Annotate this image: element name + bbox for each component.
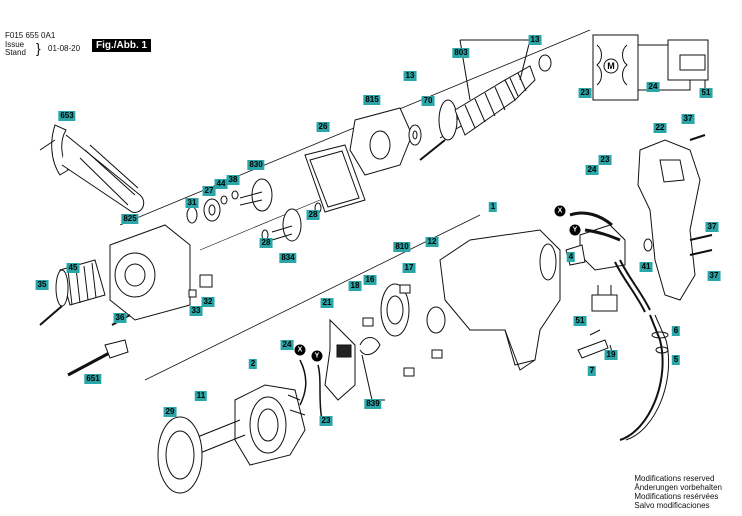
part-label-21: 21 (320, 298, 334, 308)
part-label-830: 830 (247, 160, 265, 170)
part-label-815: 815 (363, 95, 381, 105)
part-label-12: 12 (425, 237, 439, 247)
modifications-note: Modifications reserved Änderungen vorbeh… (634, 474, 722, 510)
part-label-810: 810 (393, 242, 411, 252)
wire-marker-y: Y (569, 224, 581, 236)
wire-marker-x: X (294, 344, 306, 356)
part-label-35: 35 (35, 280, 49, 290)
part-label-653: 653 (58, 111, 76, 121)
part-label-29: 29 (163, 407, 177, 417)
part-label-51: 51 (573, 316, 587, 326)
part-label-24: 24 (585, 165, 599, 175)
part-label-7: 7 (587, 366, 597, 376)
part-label-36: 36 (113, 313, 127, 323)
part-label-16: 16 (363, 275, 377, 285)
part-label-13: 13 (528, 35, 542, 45)
part-label-23: 23 (319, 416, 333, 426)
wire-marker-x: X (554, 205, 566, 217)
doc-number: F015 655 0A1 (5, 31, 56, 40)
note-line: Modifications resérvées (634, 492, 719, 501)
part-label-37: 37 (681, 114, 695, 124)
part-label-23: 23 (578, 88, 592, 98)
part-label-37: 37 (707, 271, 721, 281)
schematic-motor-label: M (607, 61, 615, 71)
part-label-32: 32 (201, 297, 215, 307)
wire-marker-y: Y (311, 350, 323, 362)
part-label-803: 803 (452, 48, 470, 58)
part-label-1: 1 (488, 202, 498, 212)
part-label-27: 27 (202, 186, 216, 196)
part-label-70: 70 (421, 96, 435, 106)
part-label-38: 38 (226, 175, 240, 185)
figure-label: Fig./Abb. 1 (92, 39, 152, 52)
part-label-5: 5 (671, 355, 681, 365)
note-line: Modifications reserved (634, 474, 715, 483)
part-label-44: 44 (214, 179, 228, 189)
note-line: Salvo modificaciones (634, 501, 710, 510)
part-label-51: 51 (699, 88, 713, 98)
part-label-19: 19 (604, 350, 618, 360)
part-label-45: 45 (66, 263, 80, 273)
part-label-13: 13 (403, 71, 417, 81)
part-label-4: 4 (566, 252, 576, 262)
part-label-31: 31 (185, 198, 199, 208)
part-label-825: 825 (121, 214, 139, 224)
part-label-23: 23 (598, 155, 612, 165)
brace: } (36, 40, 41, 56)
part-label-24: 24 (280, 340, 294, 350)
part-label-6: 6 (671, 326, 681, 336)
part-label-26: 26 (316, 122, 330, 132)
part-label-17: 17 (402, 263, 416, 273)
issue-label: Issue (5, 40, 25, 49)
part-label-24: 24 (646, 82, 660, 92)
part-label-41: 41 (639, 262, 653, 272)
part-label-37: 37 (705, 222, 719, 232)
part-label-11: 11 (194, 391, 208, 401)
issue-date: 01-08-20 (48, 44, 81, 53)
part-label-651: 651 (84, 374, 102, 384)
part-label-2: 2 (248, 359, 258, 369)
part-label-33: 33 (189, 306, 203, 316)
stand-label: Stand (5, 48, 26, 57)
note-line: Änderungen vorbehalten (634, 483, 722, 492)
part-label-22: 22 (653, 123, 667, 133)
part-label-28: 28 (259, 238, 273, 248)
part-label-18: 18 (348, 281, 362, 291)
part-label-28: 28 (306, 210, 320, 220)
part-label-839: 839 (364, 399, 382, 409)
part-label-834: 834 (279, 253, 297, 263)
